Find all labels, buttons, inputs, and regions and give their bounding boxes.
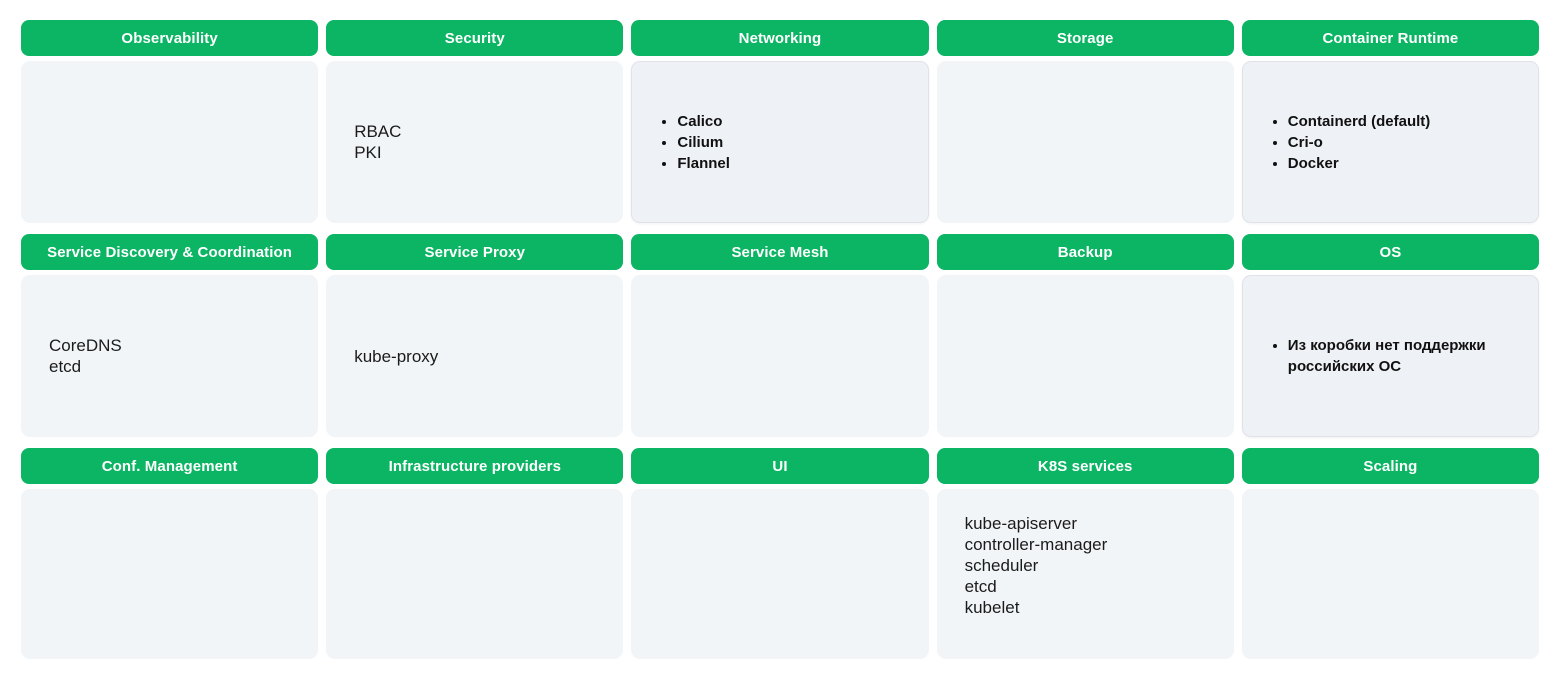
cell-header-label[interactable]: Scaling	[1241, 448, 1539, 484]
cell-body: CoreDNS etcd	[21, 275, 319, 437]
cell-header-label[interactable]: Infrastructure providers	[326, 448, 624, 484]
cell-header-label[interactable]: Storage	[936, 20, 1234, 56]
cell-bullet-list: Containerd (default)Cri-oDocker	[1271, 111, 1538, 174]
board-cell: K8S services kube-apiserver controller-man…	[936, 448, 1234, 659]
board-cell: Backup	[936, 234, 1234, 437]
board-cell: Infrastructure providers	[326, 448, 624, 659]
cell-body: kube-apiserver controller-manager schedule…	[936, 489, 1234, 659]
cell-body: RBAC PKI	[326, 61, 624, 223]
board-cell: Observability	[21, 20, 319, 223]
cell-text-line: kube-proxy	[354, 346, 439, 366]
board-cell: Service Proxy kube-proxy	[326, 234, 624, 437]
board-cell: OS Из коробки нет поддержки российских ОС	[1241, 234, 1539, 437]
board-cell: Storage	[936, 20, 1234, 223]
cell-body	[326, 489, 624, 659]
cell-text-list: RBAC PKI	[354, 121, 623, 163]
cell-text-line: CoreDNS	[49, 336, 122, 355]
cell-bullet-list: Из коробки нет поддержки российских ОС	[1271, 335, 1538, 377]
cell-body	[21, 489, 319, 659]
cell-text-line: kubelet	[964, 598, 1020, 617]
cell-header-label[interactable]: Backup	[936, 234, 1234, 270]
cell-text-line: RBAC	[354, 122, 402, 141]
board-cell: Scaling	[1241, 448, 1539, 659]
cell-text-line: controller-manager	[964, 535, 1108, 554]
cell-text-line: scheduler	[964, 556, 1039, 575]
cell-bullet-item: Cri-o	[1288, 132, 1524, 153]
cell-body	[936, 275, 1234, 437]
cell-bullet-item: Containerd (default)	[1288, 111, 1524, 132]
board-cell: Service Mesh	[631, 234, 929, 437]
cell-text-line: etcd	[49, 357, 82, 376]
cell-bullet-item: Cilium	[677, 132, 913, 153]
cell-header-label[interactable]: Service Discovery & Coordination	[21, 234, 319, 270]
cell-body: kube-proxy	[326, 275, 624, 437]
cell-text-list: kube-apiserver controller-manager schedule…	[965, 513, 1234, 618]
cell-body	[631, 489, 929, 659]
cell-text-list: CoreDNS etcd	[49, 335, 318, 377]
cell-header-label[interactable]: Container Runtime	[1241, 20, 1539, 56]
board-cell: NetworkingCalicoCiliumFlannel	[631, 20, 929, 223]
cell-header-label[interactable]: OS	[1241, 234, 1539, 270]
cell-header-label[interactable]: Networking	[631, 20, 929, 56]
cell-text-line: PKI	[354, 143, 382, 162]
cell-header-label[interactable]: Observability	[21, 20, 319, 56]
cell-header-label[interactable]: UI	[631, 448, 929, 484]
cell-bullet-list: CalicoCiliumFlannel	[660, 111, 927, 174]
cell-body: Из коробки нет поддержки российских ОС	[1241, 275, 1539, 437]
board-cell: Container RuntimeContainerd (default)Cri…	[1241, 20, 1539, 223]
cell-header-label[interactable]: Service Proxy	[326, 234, 624, 270]
cell-text-line: etcd	[964, 577, 997, 596]
cell-text-line: kube-apiserver	[964, 514, 1078, 533]
cell-header-label[interactable]: Conf. Management	[21, 448, 319, 484]
cell-body	[936, 61, 1234, 223]
cell-header-label[interactable]: K8S services	[936, 448, 1234, 484]
cell-header-label[interactable]: Security	[326, 20, 624, 56]
cell-bullet-item: Docker	[1288, 153, 1524, 174]
cell-body	[21, 61, 319, 223]
board-cell: Conf. Management	[21, 448, 319, 659]
cell-bullet-item: Flannel	[677, 153, 913, 174]
cell-body	[1241, 489, 1539, 659]
cell-body: CalicoCiliumFlannel	[631, 61, 929, 223]
board-cell: UI	[631, 448, 929, 659]
cell-header-label[interactable]: Service Mesh	[631, 234, 929, 270]
cell-body	[631, 275, 929, 437]
cell-bullet-item: Calico	[677, 111, 913, 132]
cell-text-list: kube-proxy	[354, 346, 623, 367]
cell-bullet-item: Из коробки нет поддержки российских ОС	[1288, 335, 1524, 377]
cell-body: Containerd (default)Cri-oDocker	[1241, 61, 1539, 223]
